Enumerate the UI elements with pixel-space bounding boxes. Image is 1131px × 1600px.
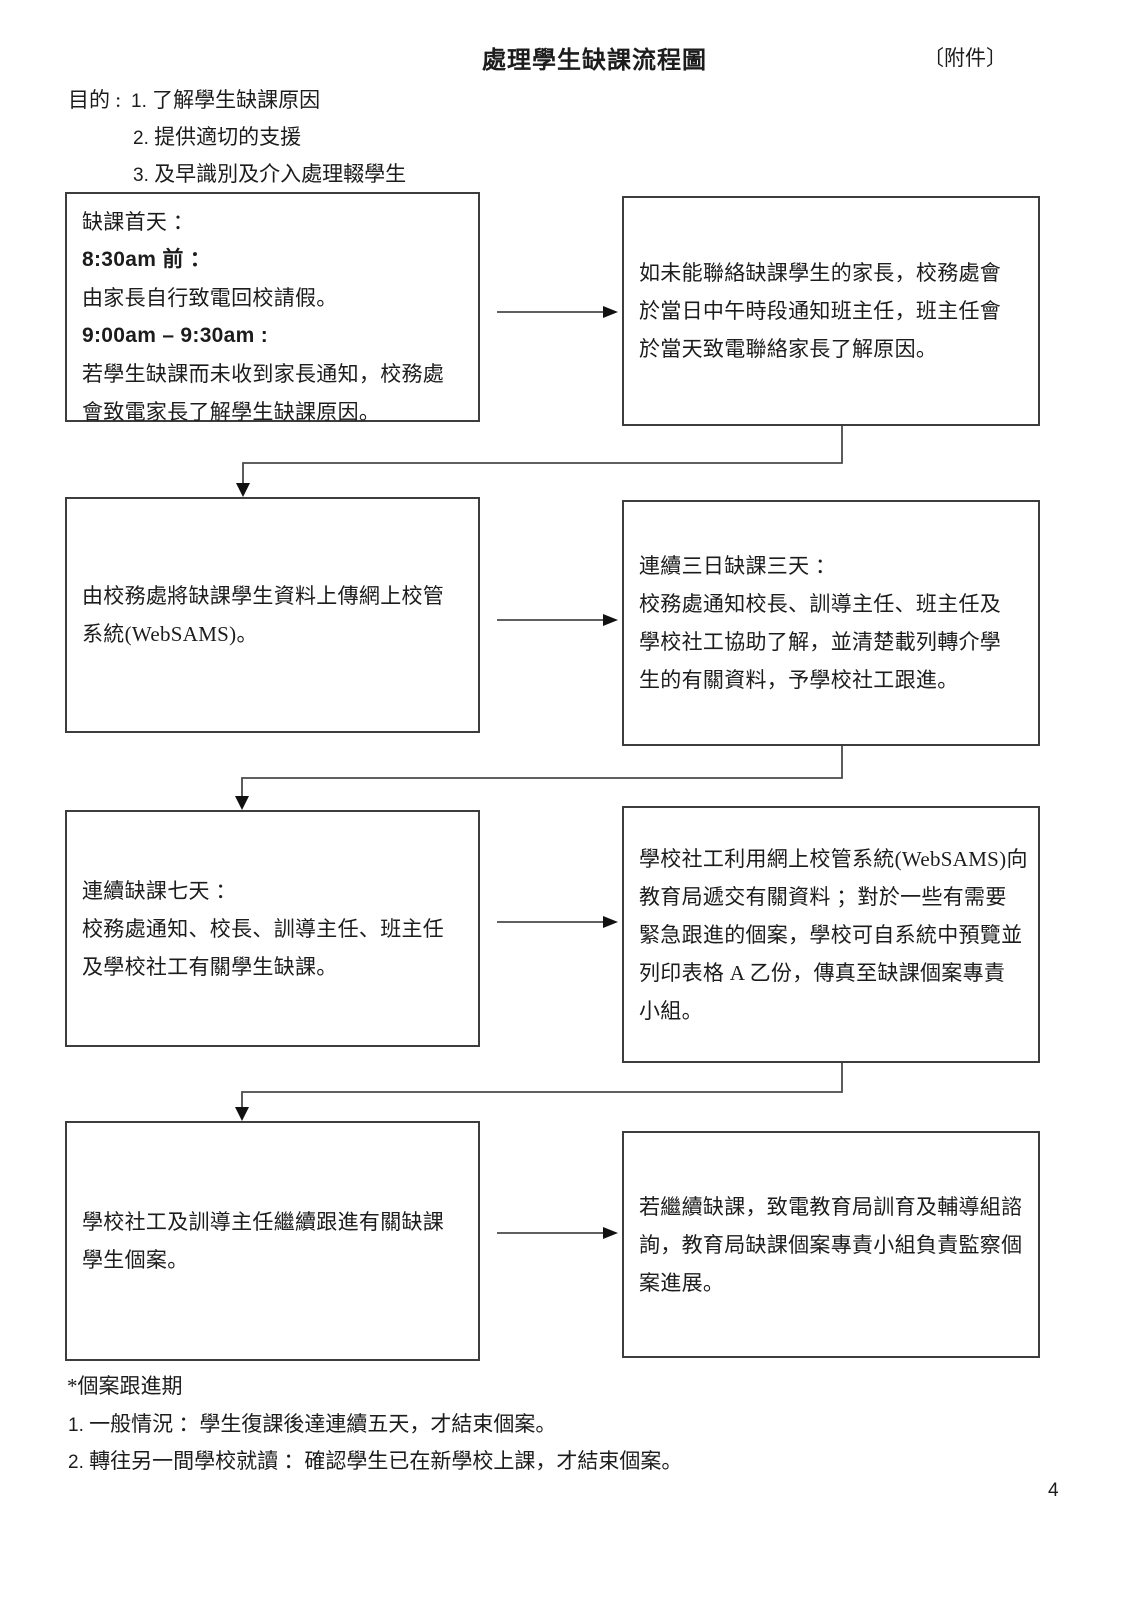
purpose-item-1-number: 1. [131,91,147,112]
box-text-line: 緊急跟進的個案，學校可自系統中預覽並 [639,922,1023,947]
box-text-line: 學生個案。 [82,1248,189,1272]
box-text-line: 案進展。 [639,1270,725,1295]
box-text-line: 如未能聯絡缺課學生的家長，校務處會 [639,261,1002,285]
connector-row3-to-row4 [241,1063,843,1107]
box-text-line: 列印表格 A 乙份，傳真至缺課個案專責 [639,960,1006,985]
purpose-item-2-number: 2. [133,128,149,149]
connector-row1-to-row2 [242,426,843,483]
purpose-item-2: 2. 提供適切的支援 [133,121,301,151]
box-text-line: 生的有關資料，予學校社工跟進。 [639,668,959,692]
box-text-line: 於當日中午時段通知班主任，班主任會 [639,299,1002,323]
box-text-line: 學校社工利用網上校管系統(WebSAMS)向 [639,846,1028,871]
box-text-line: 學校社工及訓導主任繼續跟進有關缺課 [82,1210,445,1234]
box-text-line: 及學校社工有關學生缺課。 [82,954,338,979]
box-text-line: 於當天致電聯絡家長了解原因。 [639,337,938,361]
arrowhead-down2-icon [235,796,249,810]
page-title: 處理學生缺課流程圖 [482,48,707,74]
connector-row2-to-row3 [241,746,843,796]
arrowhead-down1-icon [236,483,250,497]
purpose-item-1-text: 了解學生缺課原因 [152,88,321,112]
arrowhead-row2-icon [603,614,618,626]
box-text-line: 若學生缺課而未收到家長通知，校務處 [82,362,445,386]
footnote-item-2-number: 2. [68,1452,84,1473]
footnote-item-2-text: 轉往另一間學校就讀 ：確認學生已在新學校上課，才結束個案。 [89,1449,683,1473]
arrowhead-down3-icon [235,1107,249,1121]
flow-box-seven-day-absence: 連續缺課七天 ： 校務處通知、校長、訓導主任、班主任及學校社工有關學生缺課。 [65,810,480,1047]
footnote-item-1: 1. 一般情況 ：學生復課後達連續五天，才結束個案。 [68,1408,556,1438]
footnote-item-1-number: 1. [68,1415,84,1436]
box-text-line: 教育局遞交有關資料 ；對於一些有需要 [639,884,1007,909]
flow-box-three-day-absence: 連續三日缺課三天 ： 校務處通知校長、訓導主任、班主任及學校社工協助了解，並清楚載… [622,500,1040,746]
page-number: 4 [1048,1480,1059,1501]
attachment-label: 〔附件〕 [923,46,1007,70]
box-text-line: 缺課首天 ： [82,210,195,234]
box-text-line: 會致電家長了解學生缺課原因。 [82,400,381,424]
box-text-line: 詢，教育局缺課個案專責小組負責監察個 [639,1232,1023,1257]
box-text-line: 校務處通知校長、訓導主任、班主任及 [639,592,1002,616]
box-text-line: 由家長自行致電回校請假。 [82,286,338,310]
box-text-line: 校務處通知、校長、訓導主任、班主任 [82,916,445,941]
purpose-item-2-text: 提供適切的支援 [154,125,302,149]
purpose-item-1: 1. 了解學生缺課原因 [131,84,320,114]
box-text-line: 由校務處將缺課學生資料上傳網上校管 [82,584,445,608]
arrowhead-row4-icon [603,1227,618,1239]
box-text-line: 系統(WebSAMS)。 [82,622,258,646]
purpose-label: 目的 : [68,88,122,112]
purpose-item-3-number: 3. [133,165,149,186]
box-text-line: 學校社工協助了解，並清楚載列轉介學 [639,630,1002,654]
flow-box-continue-follow-up: 學校社工及訓導主任繼續跟進有關缺課學生個案。 [65,1121,480,1361]
box-text-line: 9:00am – 9:30am : [82,324,269,347]
box-text-line: 8:30am 前 ： [82,248,212,271]
box-text-line: 連續缺課七天 ： [82,878,237,903]
footnote-item-2: 2. 轉往另一間學校就讀 ：確認學生已在新學校上課，才結束個案。 [68,1445,682,1475]
purpose-item-3: 3. 及早識別及介入處理輟學生 [133,158,406,188]
arrowhead-row1-icon [603,306,618,318]
arrowhead-row3-icon [603,916,618,928]
purpose-item-3-text: 及早識別及介入處理輟學生 [154,162,407,186]
flow-box-edb-monitor: 若繼續缺課，致電教育局訓育及輔導組諮詢，教育局缺課個案專責小組負責監察個案進展。 [622,1131,1040,1358]
box-text-line: 連續三日缺課三天 ： [639,554,837,578]
box-text-line: 若繼續缺課，致電教育局訓育及輔導組諮 [639,1194,1023,1219]
footnote-heading: *個案跟進期 [67,1374,183,1398]
footnote-item-1-text: 一般情況 ：學生復課後達連續五天，才結束個案。 [89,1412,557,1436]
flow-box-social-worker-submit: 學校社工利用網上校管系統(WebSAMS)向教育局遞交有關資料 ；對於一些有需要… [622,806,1040,1063]
flow-box-first-day-absence: 缺課首天 ： 8:30am 前 ： 由家長自行致電回校請假。 9:00am – 9:3… [65,192,480,424]
flow-box-upload-websams: 由校務處將缺課學生資料上傳網上校管系統(WebSAMS)。 [65,497,480,733]
box-text-line: 小組。 [639,998,703,1023]
flow-box-notify-class-teacher: 如未能聯絡缺課學生的家長，校務處會於當日中午時段通知班主任，班主任會於當天致電聯… [622,196,1040,426]
